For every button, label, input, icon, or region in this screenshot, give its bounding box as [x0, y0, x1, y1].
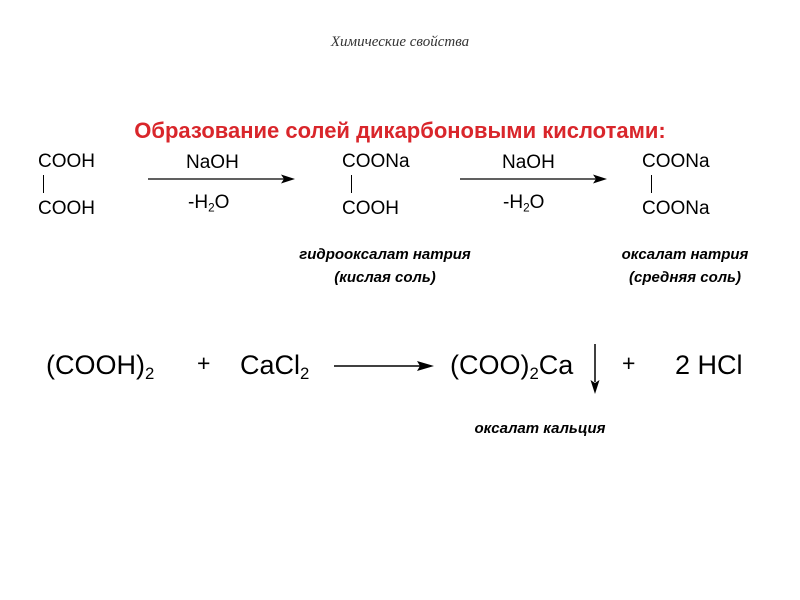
acid-bottom-group: COOH: [38, 198, 95, 219]
caption-calcium-oxalate: оксалат кальция: [474, 420, 606, 437]
hydro-top-group: COONa: [342, 151, 410, 172]
slide-header: Химические свойства: [330, 34, 470, 50]
arrow1-reagent: NaOH: [186, 152, 239, 173]
caption-oxalate-type: (средняя соль): [629, 269, 741, 286]
acid-top-group: COOH: [38, 151, 95, 172]
oxalic-acid-formula: (COOH)2: [46, 350, 155, 384]
hydro-bond: [351, 175, 353, 193]
reaction-arrow-2: [460, 174, 607, 184]
plus-sign-1: +: [197, 350, 211, 376]
caption-hydro-name: гидрооксалат натрия: [299, 246, 471, 263]
arrow2-byproduct: -H2O: [503, 192, 545, 215]
calcium-chloride-formula: CaCl2: [240, 350, 310, 384]
caption-sodium-oxalate: оксалат натрия (средняя соль): [560, 246, 800, 286]
precipitate-arrow-icon: [590, 344, 600, 394]
acid-bond: [43, 175, 45, 193]
oxalate-bottom-group: COONa: [642, 198, 710, 219]
arrow1-byproduct: -H2O: [188, 192, 230, 215]
reaction-arrow-1: [148, 174, 295, 184]
slide-title: Образование солей дикарбоновыми кислотам…: [134, 118, 666, 143]
plus-sign-2: +: [622, 350, 636, 376]
arrow2-reagent: NaOH: [502, 152, 555, 173]
oxalate-bond: [651, 175, 653, 193]
caption-hydro-oxalate: гидрооксалат натрия (кислая соль): [240, 246, 530, 286]
caption-oxalate-name: оксалат натрия: [621, 246, 749, 263]
caption-hydro-type: (кислая соль): [334, 269, 436, 286]
hydrochloric-acid-formula: 2 HCl: [675, 350, 743, 380]
calcium-oxalate-formula: (COO)2Ca: [450, 350, 574, 384]
equation-reaction-arrow: [334, 361, 434, 371]
oxalate-top-group: COONa: [642, 151, 710, 172]
hydro-bottom-group: COOH: [342, 198, 399, 219]
